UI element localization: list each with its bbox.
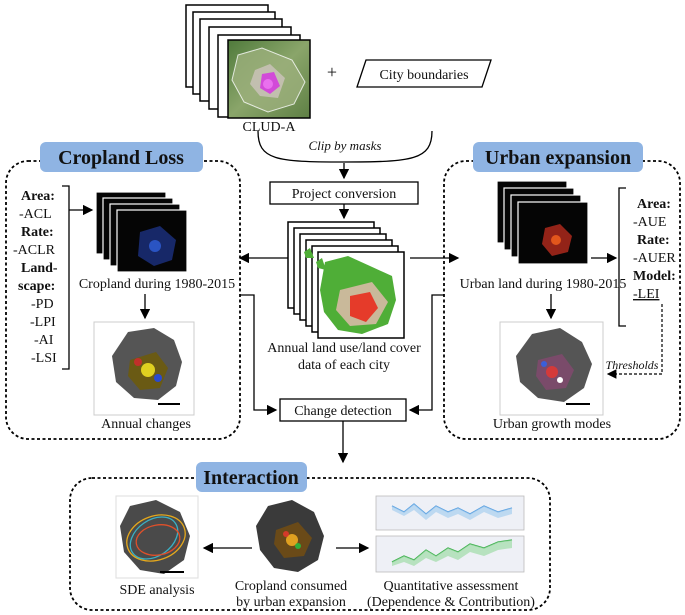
- urban-metrics: Area: -AUE Rate: -AUER Model: -LEI: [618, 187, 676, 327]
- clip-by-masks-label: Clip by masks: [309, 138, 382, 153]
- sde-analysis-label: SDE analysis: [119, 583, 194, 598]
- cropland-during-label: Cropland during 1980-2015: [79, 277, 235, 292]
- urban-expansion-header-bg: [473, 142, 643, 172]
- quantitative-charts: [375, 495, 525, 573]
- lulc-image-stack: [287, 221, 405, 339]
- metric-ai: -AI: [34, 333, 54, 348]
- cropland-metrics: Area: -ACL Rate: -ACLR Land- scape: -PD …: [13, 185, 94, 370]
- change-detection-label: Change detection: [294, 404, 392, 419]
- metric-auer: -AUER: [633, 251, 676, 266]
- metric-landscape-heading-1: Land-: [21, 261, 58, 276]
- metric-aue: -AUE: [633, 215, 666, 230]
- quant-label-line1: Quantitative assessment: [384, 579, 519, 594]
- metric-acl: -ACL: [19, 207, 52, 222]
- metric-rate-heading: Rate:: [21, 225, 54, 240]
- sde-map: [115, 495, 199, 579]
- annual-lulc-label-line1: Annual land use/land cover: [267, 341, 421, 356]
- thresholds-label: Thresholds: [606, 358, 659, 372]
- metric-lei: -LEI: [633, 287, 660, 302]
- consumed-label-line1: Cropland consumed: [235, 579, 347, 594]
- interaction-header-bg: [196, 462, 307, 492]
- metric-pd: -PD: [31, 297, 54, 312]
- metric-model-heading: Model:: [633, 269, 676, 284]
- metric-area-heading: Area:: [21, 189, 55, 204]
- annual-lulc-label-line2: data of each city: [298, 358, 390, 373]
- project-conversion-label: Project conversion: [292, 187, 397, 202]
- consumed-label-line2: by urban expansion: [236, 595, 346, 610]
- urban-growth-label: Urban growth modes: [493, 417, 611, 432]
- cropland-loss-header: Cropland Loss: [58, 147, 184, 169]
- cropland-consumed-map: [254, 496, 334, 576]
- city-boundaries-shape: [356, 59, 492, 88]
- urban-expansion-header: Urban expansion: [485, 147, 631, 169]
- metric-landscape-heading-2: scape:: [18, 279, 55, 294]
- metric-aclr: -ACLR: [13, 243, 56, 258]
- arrow-urban-to-change: [408, 294, 444, 416]
- metric-lpi: -LPI: [30, 315, 56, 330]
- plus-sign: +: [327, 62, 337, 82]
- clip-bracket: [257, 130, 433, 163]
- urban-growth-map: [499, 321, 604, 416]
- cropland-image-stack: [95, 191, 188, 273]
- clud-a-image-stack: [185, 4, 311, 119]
- urban-image-stack: [496, 180, 589, 265]
- quant-label-line2: (Dependence & Contribution): [367, 595, 535, 610]
- annual-changes-map: [93, 321, 195, 416]
- clud-a-label: CLUD-A: [243, 120, 297, 135]
- interaction-panel: [69, 477, 551, 611]
- metric-rate-heading-urban: Rate:: [637, 233, 670, 248]
- city-boundaries-label: City boundaries: [379, 68, 468, 83]
- arrow-cropland-to-change: [240, 294, 278, 416]
- thresholds-connector: [606, 304, 663, 379]
- metric-lsi: -LSI: [31, 351, 57, 366]
- cropland-loss-header-bg: [40, 142, 203, 172]
- interaction-header: Interaction: [203, 467, 299, 489]
- annual-changes-label: Annual changes: [101, 417, 191, 432]
- metric-area-heading-urban: Area:: [637, 197, 671, 212]
- urban-during-label: Urban land during 1980-2015: [460, 277, 627, 292]
